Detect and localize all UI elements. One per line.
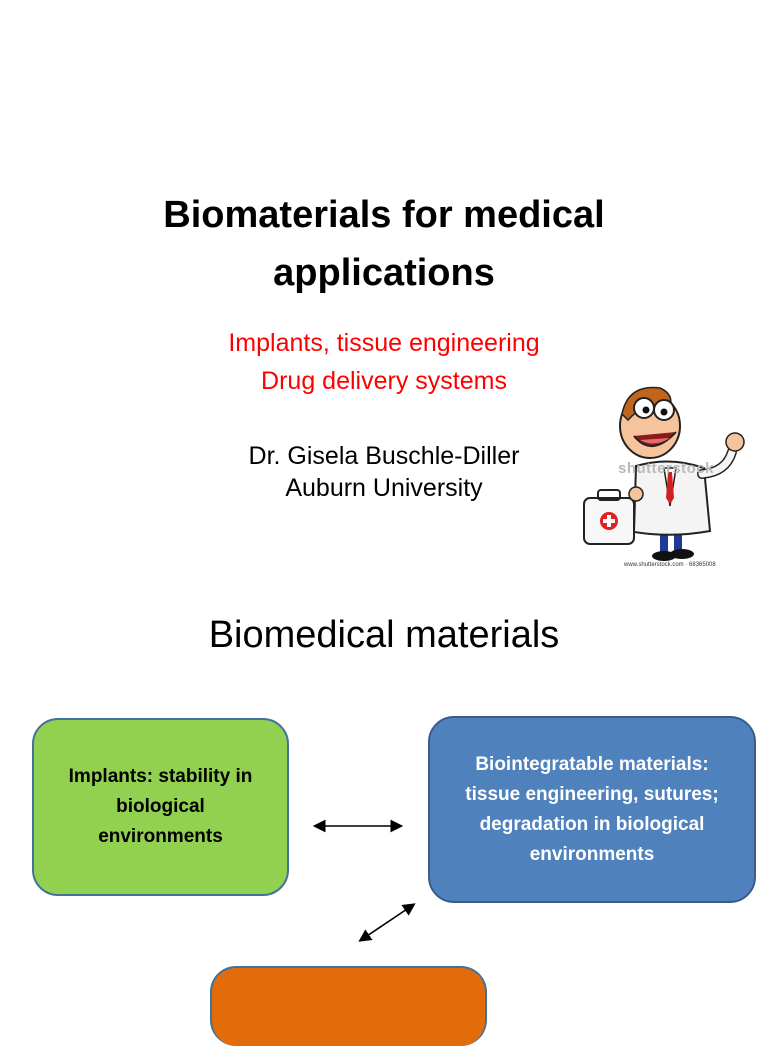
title-line-2: applications [273, 252, 495, 294]
author-affiliation: Auburn University [285, 474, 483, 502]
third-category-box [210, 966, 487, 1046]
image-credit: www.shutterstock.com · 68365008 [624, 562, 716, 568]
slide-heading: Biomedical materials [208, 614, 560, 656]
author-block: Dr. Gisela Buschle-Diller Auburn Univers… [100, 440, 668, 504]
diagram-slide: Biomedical materials Implants: stability… [0, 590, 768, 1046]
biointegratable-box: Biointegratable materials: tissue engine… [428, 716, 756, 903]
slide-subtitle: Implants, tissue engineering Drug delive… [100, 324, 668, 400]
watermark-text: shutterstock [618, 460, 715, 477]
cartoon-doctor-image [583, 386, 745, 561]
implants-box: Implants: stability in biological enviro… [32, 718, 289, 896]
implants-box-label: Implants: stability in biological enviro… [68, 766, 253, 847]
biointegratable-box-label: Biointegratable materials: tissue engine… [465, 753, 719, 865]
title-slide: Biomaterials for medical applications Im… [80, 186, 745, 568]
title-line-1: Biomaterials for medical [163, 194, 605, 236]
subtitle-line-2: Drug delivery systems [261, 367, 507, 395]
author-name: Dr. Gisela Buschle-Diller [248, 442, 520, 470]
double-arrow-diagonal [358, 903, 416, 942]
subtitle-line-1: Implants, tissue engineering [228, 329, 540, 357]
slide-title: Biomaterials for medical applications [80, 186, 688, 302]
